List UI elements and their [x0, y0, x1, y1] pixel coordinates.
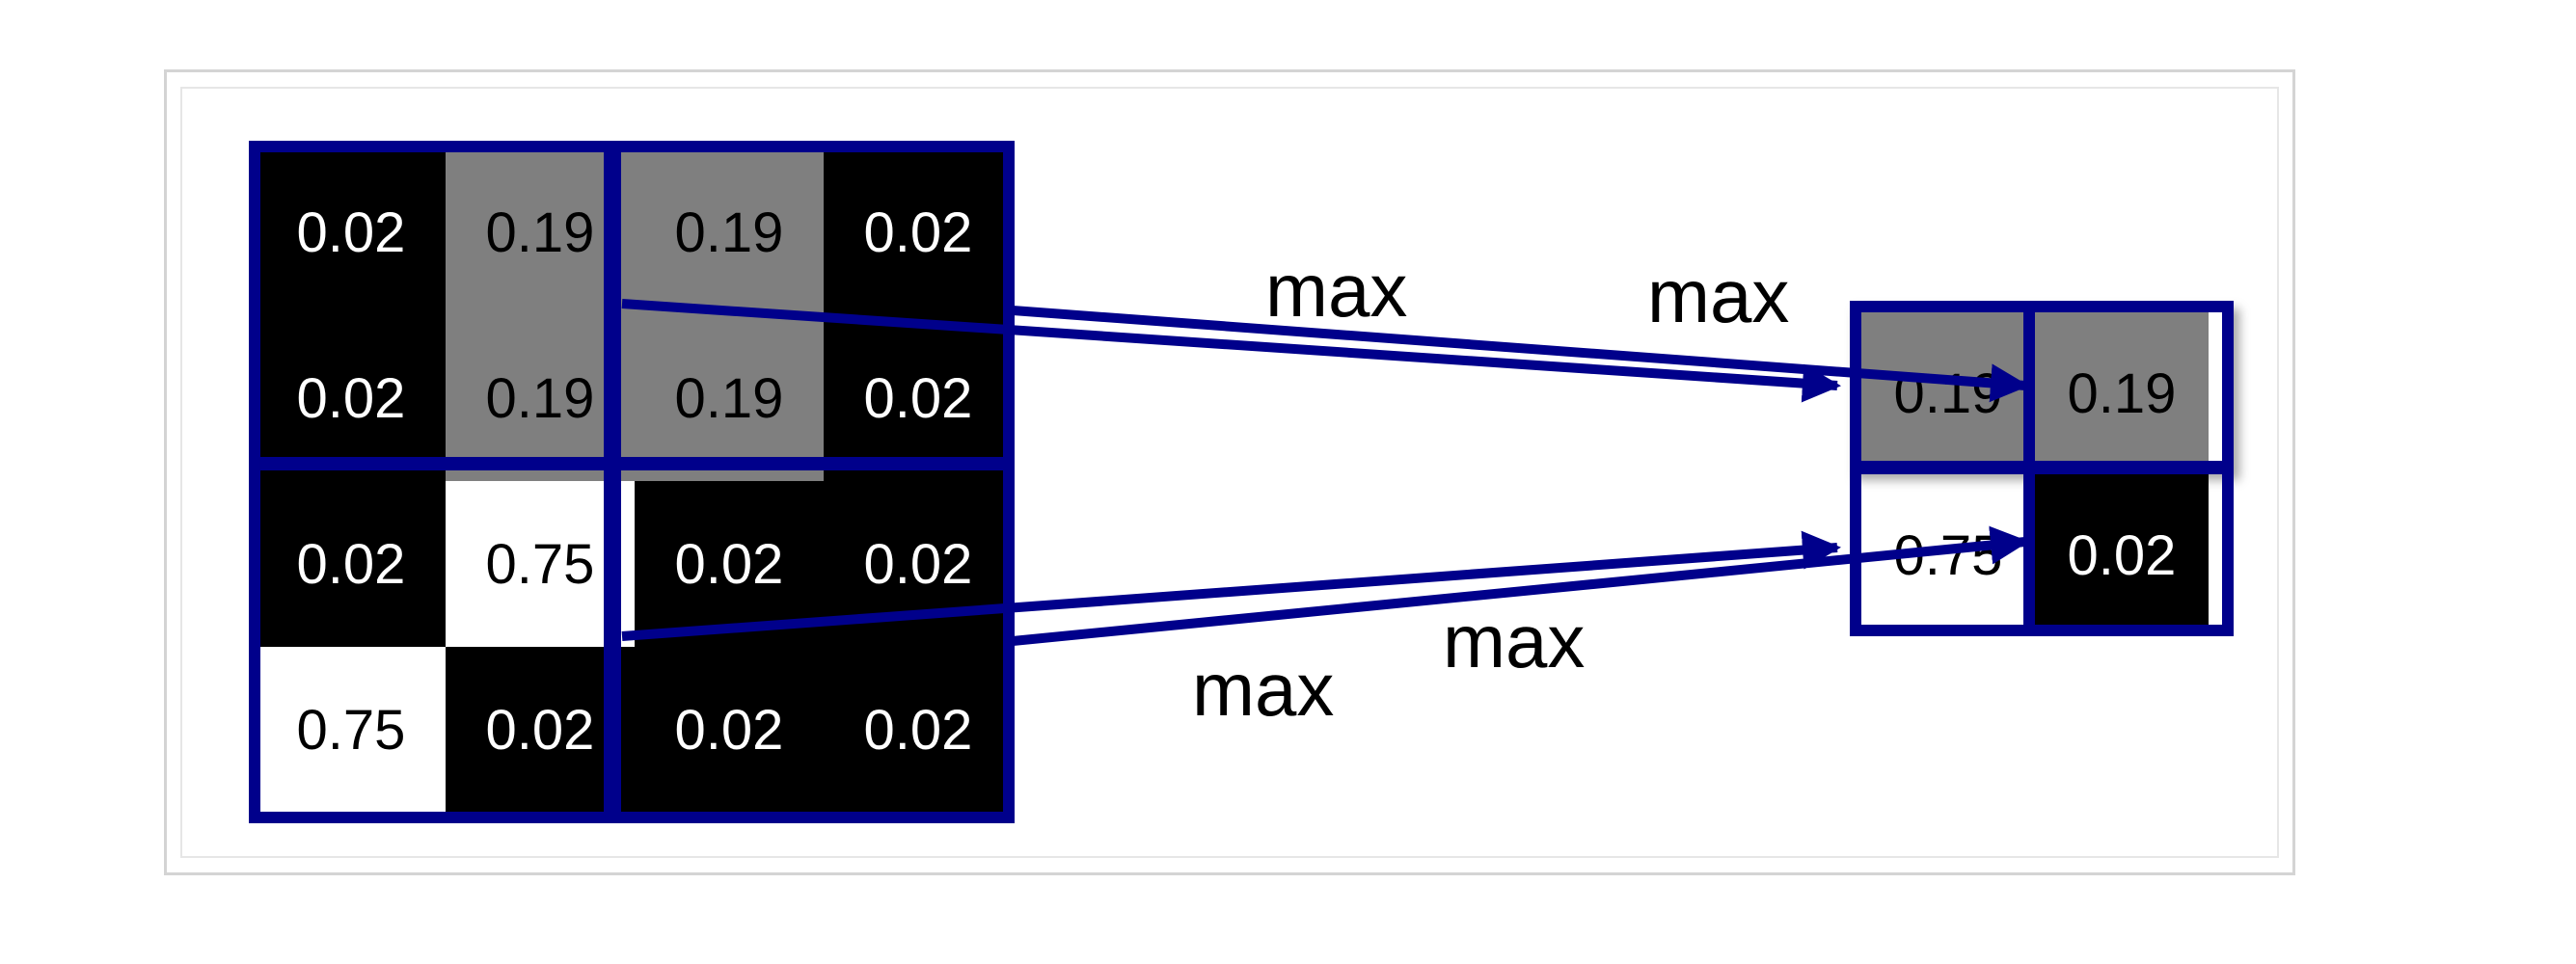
max-label-2: max — [1647, 254, 1790, 338]
input-cell-r1-c1: 0.02 — [257, 149, 446, 315]
input-cell-r4-c2: 0.02 — [446, 647, 635, 813]
output-cell-r2-c2: 0.02 — [2035, 474, 2209, 636]
input-cell-r3-c1: 0.02 — [257, 481, 446, 647]
input-cell-r2-c3: 0.19 — [635, 315, 824, 481]
figure-inner-frame — [180, 87, 2279, 858]
pool-window-bottom-right — [604, 459, 1015, 823]
input-cell-r4-c3: 0.02 — [635, 647, 824, 813]
output-box-bottom — [1850, 463, 2234, 636]
input-cell-r2-c1: 0.02 — [257, 315, 446, 481]
arrow-bottom-left-to-output — [621, 530, 1841, 641]
input-cell-r3-c2: 0.75 — [446, 481, 635, 647]
arrow-top-right-to-output — [1012, 306, 2029, 403]
input-cell-r4-c1: 0.75 — [257, 647, 446, 813]
input-cell-r1-c3: 0.19 — [635, 149, 824, 315]
output-cell-r1-c2: 0.19 — [2035, 312, 2209, 474]
max-label-3: max — [1443, 599, 1586, 683]
max-label-4: max — [1192, 647, 1335, 732]
input-cell-r2-c2: 0.19 — [446, 315, 635, 481]
input-cell-r4-c4: 0.02 — [824, 647, 1013, 813]
input-cell-r2-c4: 0.02 — [824, 315, 1013, 481]
arrow-top-left-to-output — [621, 299, 1841, 403]
max-label-1: max — [1265, 248, 1408, 333]
arrow-bottom-right-to-output — [1012, 525, 2029, 646]
input-cell-r1-c2: 0.19 — [446, 149, 635, 315]
input-cell-r1-c4: 0.02 — [824, 149, 1013, 315]
